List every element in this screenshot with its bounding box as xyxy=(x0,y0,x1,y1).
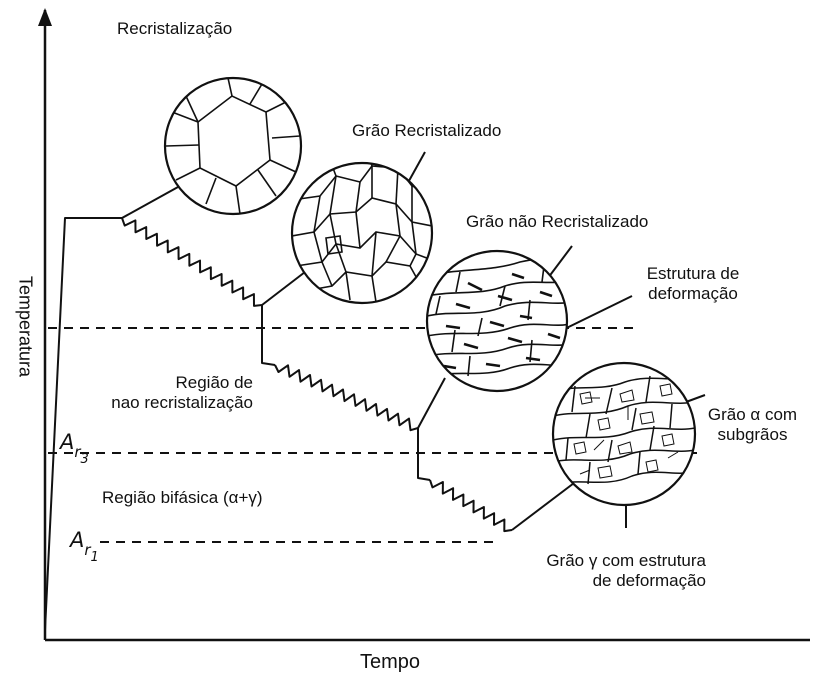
rolling-zigzag-2 xyxy=(274,364,419,432)
processing-path xyxy=(44,151,706,631)
connector-non-recrystallized xyxy=(417,377,446,429)
x-axis-label: Tempo xyxy=(360,651,421,673)
connector-recrystallization xyxy=(121,186,179,219)
label-non-recrystallized-grain: Grão não Recristalizado xyxy=(466,212,649,231)
label-deformation-structure-line2: deformação xyxy=(648,284,738,303)
heating-ramp xyxy=(44,217,122,631)
label-recrystallized-grain: Grão Recristalizado xyxy=(352,121,502,140)
y-axis-label: Temperatura xyxy=(15,275,36,378)
label-non-recrystallization-region-line1: Região de xyxy=(175,373,253,392)
ar1-subscript: r1 xyxy=(84,541,99,565)
connector-recrystallized-grain xyxy=(261,271,306,306)
micrograph-recrystallized-grain xyxy=(290,161,434,305)
pointer-alpha-grain xyxy=(685,394,706,403)
micrograph-recrystallization xyxy=(163,76,303,216)
pointer-non-recrystallized xyxy=(547,245,573,279)
label-gamma-grain-line2: de deformação xyxy=(592,571,706,590)
rolling-zigzag-3 xyxy=(429,479,513,533)
label-deformation-structure-line1: Estrutura de xyxy=(646,264,740,283)
label-non-recrystallization-region: Região de nao recristalização xyxy=(98,373,253,413)
ar3-index: 3 xyxy=(80,452,89,467)
label-alpha-grain: Grão α com subgrãos xyxy=(700,405,805,445)
axes xyxy=(38,8,810,642)
label-biphasic-region: Região bifásica (α+γ) xyxy=(102,488,263,507)
label-alpha-grain-line1: Grão α com xyxy=(707,405,798,424)
micrograph-alpha-subgrains xyxy=(551,361,697,507)
micrograph-non-recrystallized-grain xyxy=(425,249,569,393)
drop-2 xyxy=(417,428,431,481)
label-gamma-grain: Grão γ com estrutura de deformação xyxy=(516,551,706,591)
rolling-zigzag-1 xyxy=(121,217,263,307)
ar3-symbol: A xyxy=(60,430,75,454)
label-alpha-grain-line2: subgrãos xyxy=(717,425,788,444)
ar1-symbol: A xyxy=(70,528,85,552)
label-non-recrystallization-region-line2: nao recristalização xyxy=(111,393,253,412)
label-gamma-grain-line1: Grão γ com estrutura xyxy=(546,551,706,570)
dashed-lines xyxy=(48,327,700,543)
ar3-label: Ar3 xyxy=(60,430,89,468)
label-deformation-structure: Estrutura de deformação xyxy=(628,264,758,304)
ar1-index: 1 xyxy=(90,550,99,565)
y-axis-arrow xyxy=(38,8,52,26)
ar3-subscript: r3 xyxy=(74,443,89,467)
drop-1 xyxy=(261,305,276,366)
connector-gamma-grain xyxy=(511,479,579,531)
label-recrystallization: Recristalização xyxy=(117,19,233,38)
ar1-label: Ar1 xyxy=(70,528,99,566)
